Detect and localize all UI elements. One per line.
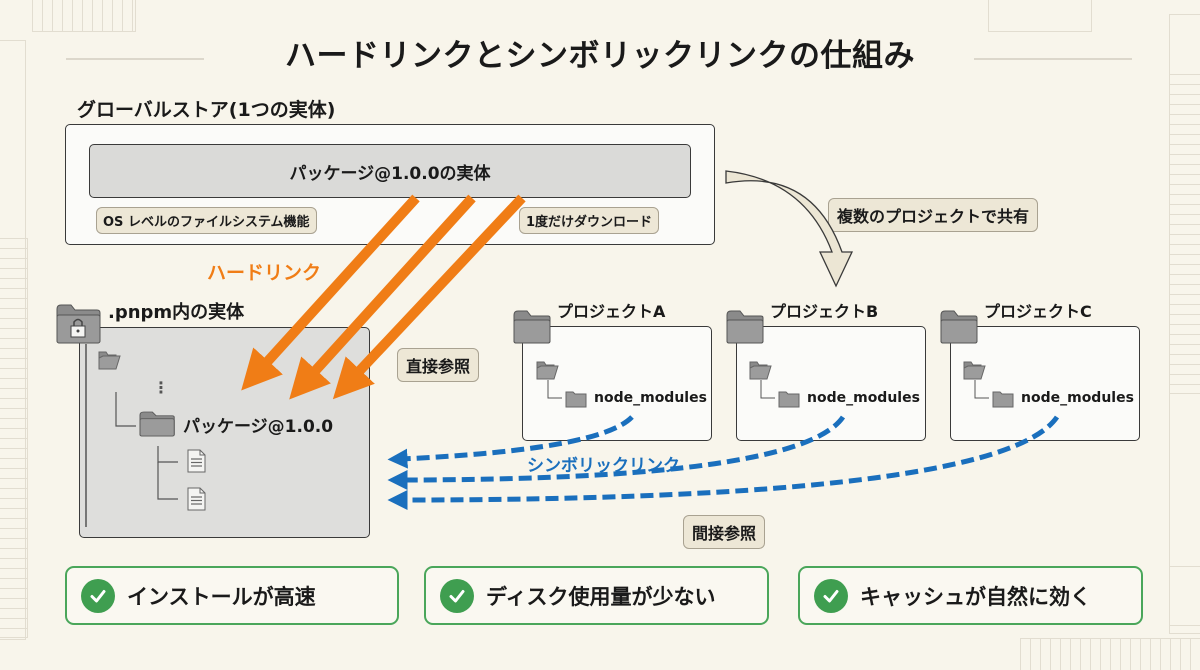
benefit-cache: キャッシュが自然に効く (798, 566, 1143, 625)
project-b-node-modules: node_modules (807, 390, 920, 406)
benefit-label: インストールが高速 (127, 584, 316, 609)
project-c-node-modules: node_modules (1021, 390, 1134, 406)
project-a-box (522, 326, 712, 441)
benefit-label: キャッシュが自然に効く (860, 584, 1091, 609)
package-entity-bar: パッケージ@1.0.0の実体 (89, 144, 691, 198)
project-b-box (736, 326, 926, 441)
project-c-box (950, 326, 1140, 441)
check-circle-icon (81, 578, 115, 613)
decorative-frame (988, 0, 1092, 32)
decorative-lines (1020, 638, 1200, 670)
share-label: 複数のプロジェクトで共有 (828, 198, 1039, 232)
decorative-lines (32, 0, 136, 32)
project-a-node-modules: node_modules (594, 390, 707, 406)
benefit-fast-install: インストールが高速 (65, 566, 399, 625)
direct-reference-label: 直接参照 (397, 348, 480, 382)
check-circle-icon (814, 578, 848, 613)
global-store-label: グローバルストア(1つの実体) (77, 99, 336, 121)
decorative-lines (1169, 74, 1200, 394)
package-entity-label: パッケージ@1.0.0の実体 (289, 163, 491, 184)
symlink-label: シンボリックリンク (527, 456, 680, 476)
decorative-lines (0, 238, 28, 638)
project-c-title: プロジェクトC (984, 302, 1092, 321)
download-once-tag: 1度だけダウンロード (519, 207, 660, 234)
benefit-low-disk: ディスク使用量が少ない (424, 566, 769, 625)
pnpm-label: .pnpm内の実体 (108, 302, 245, 323)
page-title: ハードリンクとシンボリックリンクの仕組み (285, 38, 915, 74)
decorative-frame (1169, 566, 1200, 626)
indirect-reference-label: 間接参照 (683, 515, 766, 549)
os-filesystem-tag: OS レベルのファイルシステム機能 (96, 207, 317, 234)
project-b-title: プロジェクトB (770, 302, 879, 321)
title-rule-right (974, 58, 1132, 60)
benefit-label: ディスク使用量が少ない (486, 584, 716, 609)
ellipsis: ⋮ (153, 378, 169, 397)
check-circle-icon (440, 578, 474, 613)
package-folder-label: パッケージ@1.0.0 (183, 417, 334, 437)
project-a-title: プロジェクトA (557, 302, 666, 321)
title-rule-left (66, 58, 204, 60)
hardlink-label: ハードリンク (207, 262, 322, 284)
